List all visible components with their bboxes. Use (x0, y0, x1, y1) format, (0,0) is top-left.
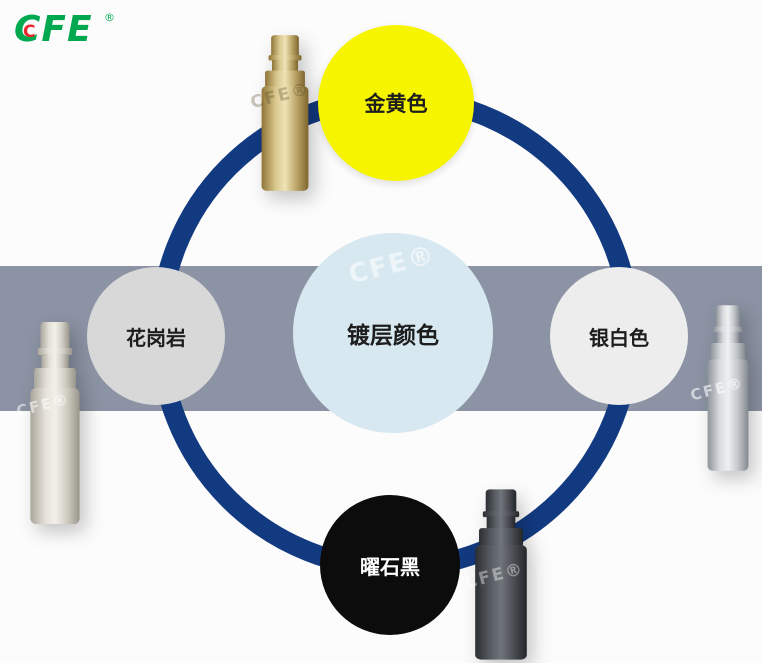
cfe-logo-red-accent: C (23, 22, 35, 42)
registered-trademark-icon: ® (104, 11, 115, 24)
center-node-label: 镀层颜色 (347, 323, 439, 349)
color-node-granite: 花岗岩 (87, 267, 225, 405)
color-node-golden-yellow: 金黄色 (318, 25, 474, 181)
color-node-silver-white: 银白色 (550, 267, 688, 405)
black-pin-icon (475, 489, 527, 660)
silver-pin-product-image (694, 302, 762, 474)
color-node-label: 曜石黑 (360, 554, 420, 579)
granite-pin-icon (30, 322, 80, 524)
granite-pin-product-image (14, 318, 96, 528)
gold-pin-icon (261, 35, 309, 191)
color-node-label: 金黄色 (364, 92, 428, 116)
color-node-obsidian-black: 曜石黑 (320, 495, 460, 635)
cfe-logo-text: CFE (14, 9, 93, 50)
cfe-logo-graphic: CFE C ® (14, 9, 115, 50)
cfe-logo: CFE C ® (12, 8, 142, 54)
color-node-label: 银白色 (589, 325, 649, 350)
gold-pin-product-image (246, 32, 324, 194)
color-node-label: 花岗岩 (126, 325, 186, 350)
black-pin-product-image (458, 486, 544, 663)
silver-pin-icon (707, 305, 749, 471)
center-node-plating-color: 镀层颜色 (293, 233, 493, 433)
